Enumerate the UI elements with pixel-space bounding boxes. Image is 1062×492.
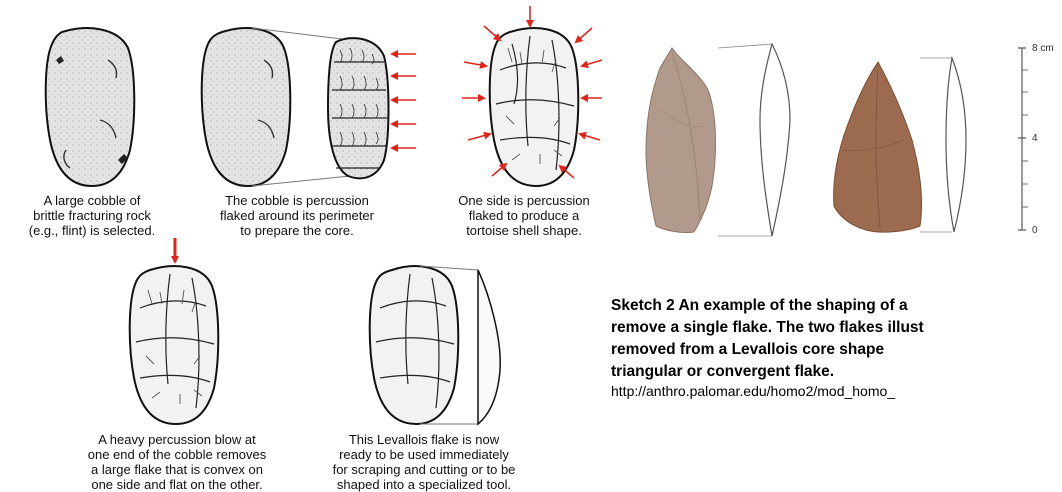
sketch-caption-line: remove a single flake. The two flakes il… <box>611 317 1062 339</box>
caption-step-3: One side is percussion flaked to produce… <box>424 193 624 238</box>
caption-step-2: The cobble is percussion flaked around i… <box>192 193 402 238</box>
caption-step-1: A large cobble of brittle fracturing roc… <box>2 193 182 238</box>
sketch-caption-line: Sketch 2 An example of the shaping of a <box>611 295 1062 317</box>
caption-step-4: A heavy percussion blow at one end of th… <box>52 432 302 492</box>
tortoise-shell-core-illustration <box>462 6 602 186</box>
sketch-caption-line: triangular or convergent flake. <box>611 361 1062 383</box>
raw-cobble-illustration <box>46 28 135 186</box>
sketch-caption-line: removed from a Levallois core shape <box>611 339 1062 361</box>
scale-label-bottom: 0 <box>1032 225 1038 236</box>
levallois-flakes-photo <box>646 44 966 236</box>
scale-bar: 8 cm 4 0 <box>1018 43 1054 236</box>
perimeter-flaked-core-illustration <box>202 28 416 186</box>
levallois-technique-diagram: 8 cm 4 0 <box>0 0 1062 481</box>
flake-removal-illustration <box>130 238 219 424</box>
caption-step-5: This Levallois flake is now ready to be … <box>304 432 544 492</box>
scale-label-top: 8 cm <box>1032 43 1054 54</box>
scale-label-mid: 4 <box>1032 133 1038 144</box>
sketch-2-caption: Sketch 2 An example of the shaping of a … <box>611 295 1062 383</box>
source-url: http://anthro.palomar.edu/homo2/mod_homo… <box>611 383 1062 399</box>
levallois-flake-illustration <box>370 266 500 424</box>
